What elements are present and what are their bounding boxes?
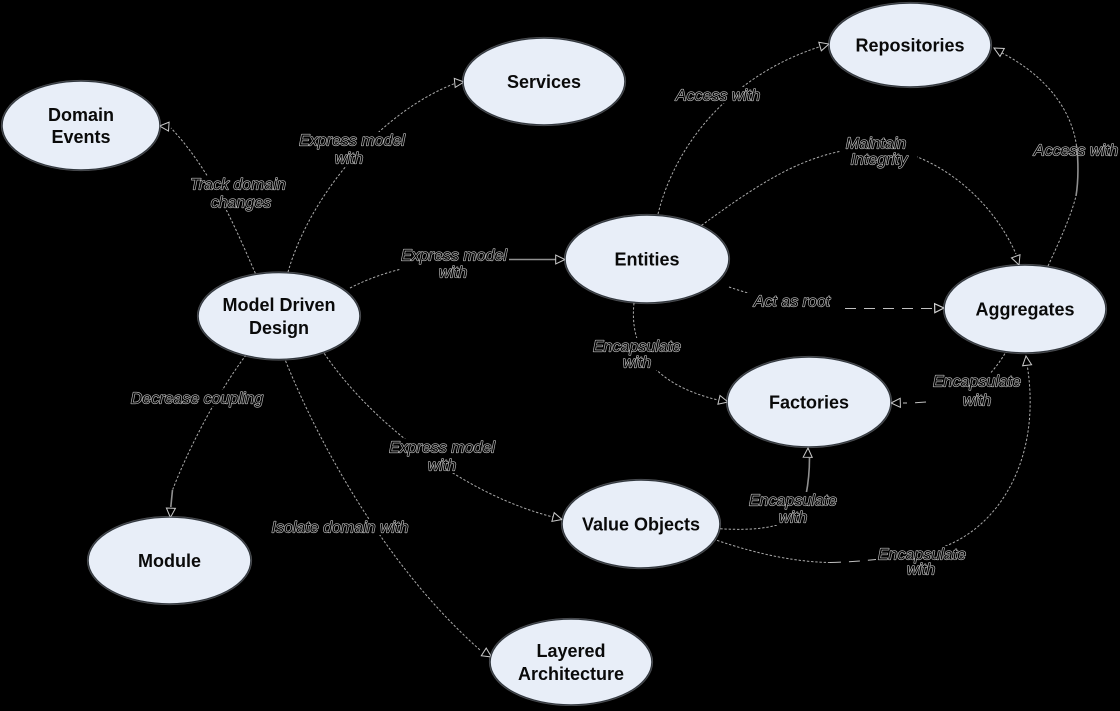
svg-text:Events: Events <box>51 127 110 147</box>
svg-text:Act as root: Act as root <box>753 294 831 311</box>
svg-text:Model Driven: Model Driven <box>222 295 335 315</box>
svg-text:changes: changes <box>211 195 272 212</box>
svg-text:with: with <box>335 151 364 168</box>
svg-text:Track domain: Track domain <box>190 177 286 194</box>
svg-text:Encapsulate: Encapsulate <box>878 547 966 564</box>
svg-text:Domain: Domain <box>48 105 114 125</box>
svg-text:Design: Design <box>249 318 309 338</box>
svg-text:Isolate domain with: Isolate domain with <box>272 520 409 537</box>
svg-text:with: with <box>428 458 457 475</box>
svg-text:Encapsulate: Encapsulate <box>933 374 1021 391</box>
svg-text:with: with <box>907 562 936 579</box>
svg-text:Decrease coupling: Decrease coupling <box>131 391 264 408</box>
svg-text:Express model: Express model <box>299 133 405 150</box>
svg-text:Layered: Layered <box>536 641 605 661</box>
svg-text:with: with <box>439 265 468 282</box>
svg-text:Services: Services <box>507 72 581 92</box>
svg-text:Access with: Access with <box>1033 143 1119 160</box>
svg-text:Module: Module <box>138 551 201 571</box>
svg-text:Express model: Express model <box>401 248 507 265</box>
svg-text:with: with <box>623 355 652 372</box>
svg-text:Maintain: Maintain <box>846 136 907 153</box>
svg-text:Express model: Express model <box>389 440 495 457</box>
svg-text:Encapsulate: Encapsulate <box>593 339 681 356</box>
svg-text:with: with <box>779 510 808 527</box>
svg-text:Aggregates: Aggregates <box>975 300 1074 320</box>
svg-text:Architecture: Architecture <box>518 664 624 684</box>
svg-text:with: with <box>963 393 992 410</box>
svg-text:Value Objects: Value Objects <box>582 515 700 535</box>
svg-text:Integrity: Integrity <box>851 152 909 169</box>
svg-text:Repositories: Repositories <box>855 36 964 56</box>
svg-text:Factories: Factories <box>769 393 849 413</box>
svg-text:Encapsulate: Encapsulate <box>749 493 837 510</box>
svg-text:Access with: Access with <box>675 88 761 105</box>
svg-text:Entities: Entities <box>614 250 679 270</box>
